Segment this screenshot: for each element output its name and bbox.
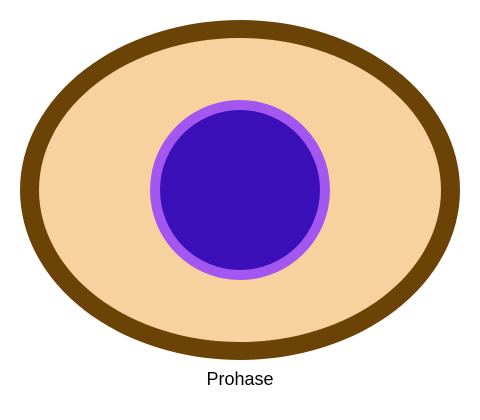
phase-caption: Prohase — [206, 369, 274, 389]
nucleus — [160, 110, 320, 270]
